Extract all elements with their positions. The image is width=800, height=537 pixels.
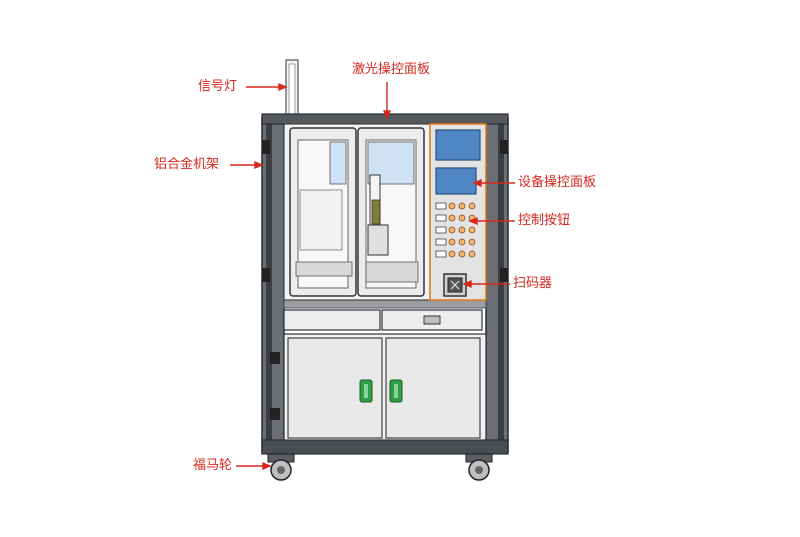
control-button bbox=[458, 226, 466, 234]
drawer-row bbox=[283, 309, 483, 331]
lower-cabinet bbox=[283, 333, 487, 441]
control-button bbox=[458, 250, 466, 258]
button-slot bbox=[435, 214, 447, 222]
control-button bbox=[448, 202, 456, 210]
control-button bbox=[448, 214, 456, 222]
button-slot bbox=[435, 238, 447, 246]
signal-light bbox=[285, 59, 299, 121]
control-button bbox=[468, 250, 476, 258]
frame-label: 铝合金机架 bbox=[154, 157, 220, 172]
button-slot bbox=[435, 226, 447, 234]
control-button bbox=[458, 214, 466, 222]
casters bbox=[267, 453, 493, 481]
upper-enclosure bbox=[283, 123, 431, 301]
control-buttons-label: 控制按钮 bbox=[518, 213, 571, 228]
callout-arrows bbox=[230, 82, 515, 471]
control-button bbox=[448, 238, 456, 246]
control-button bbox=[448, 226, 456, 234]
scanner-label: 扫码器 bbox=[513, 276, 553, 291]
casters-label: 福马轮 bbox=[193, 458, 233, 473]
button-matrix bbox=[435, 202, 476, 258]
control-button bbox=[458, 202, 466, 210]
laser-panel-label: 激光操控面板 bbox=[352, 62, 431, 77]
button-slot bbox=[435, 250, 447, 258]
control-button bbox=[458, 238, 466, 246]
scanner bbox=[443, 273, 467, 297]
control-button bbox=[468, 226, 476, 234]
device-panel-label: 设备操控面板 bbox=[518, 175, 597, 190]
signal-light-label: 信号灯 bbox=[198, 79, 238, 94]
control-button bbox=[468, 238, 476, 246]
control-button bbox=[448, 250, 456, 258]
button-slot bbox=[435, 202, 447, 210]
control-cabinet bbox=[429, 123, 487, 301]
control-button bbox=[468, 202, 476, 210]
